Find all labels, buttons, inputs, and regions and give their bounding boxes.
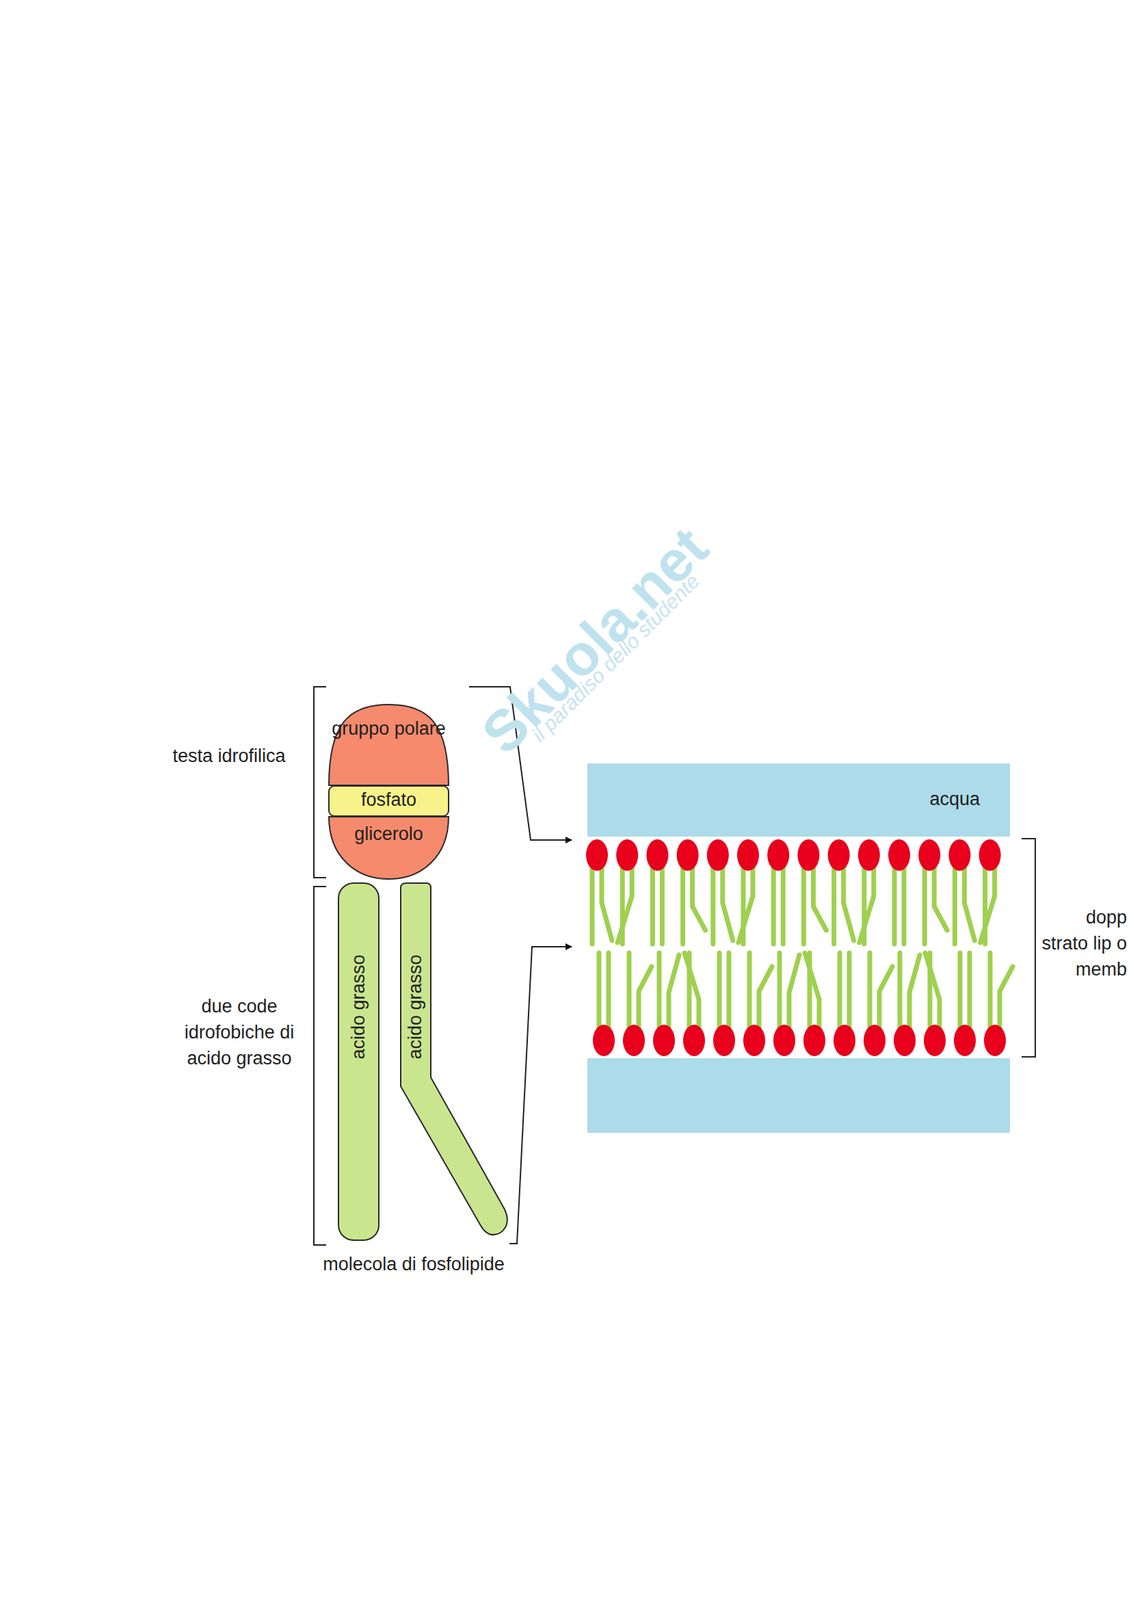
watermark: Skuola.net (446, 492, 743, 789)
node-text: acqua (929, 788, 980, 810)
bracket (313, 686, 327, 878)
water-band: acqua (587, 763, 1010, 837)
node-text: gruppo polare (328, 702, 450, 740)
bracket (313, 886, 327, 1245)
water-band (587, 1057, 1010, 1133)
fatty-acid-tail: acido grasso (399, 882, 511, 1241)
part-label: due code idrofobiche di acido grasso (160, 992, 318, 1071)
polar-group-outline (328, 702, 450, 787)
node-text: acido grasso (404, 953, 427, 1059)
part-label: testa idrofilica (167, 742, 291, 769)
lipid-bilayer (586, 839, 1013, 1056)
fatty-acid-tail: acido grasso (337, 882, 380, 1241)
phosphate-band: fosfato (328, 784, 450, 817)
caption-label: molecola di fosfolipide (290, 1250, 537, 1277)
node-text: glicerolo (328, 815, 450, 845)
node-text: fosfato (328, 784, 450, 811)
part-label: dopp strato lip o memb (1036, 903, 1127, 982)
node-text: acido grasso (348, 953, 370, 1059)
fatty-acid-tail-outline (399, 882, 511, 1241)
glycerol-part: glicerolo (328, 815, 450, 880)
fatty-acid-tail-outline (337, 882, 380, 1241)
bracket (1021, 838, 1036, 1057)
leader-arrow (509, 946, 572, 1244)
water-band (587, 763, 1010, 837)
polar-group: gruppo polare (328, 702, 450, 787)
